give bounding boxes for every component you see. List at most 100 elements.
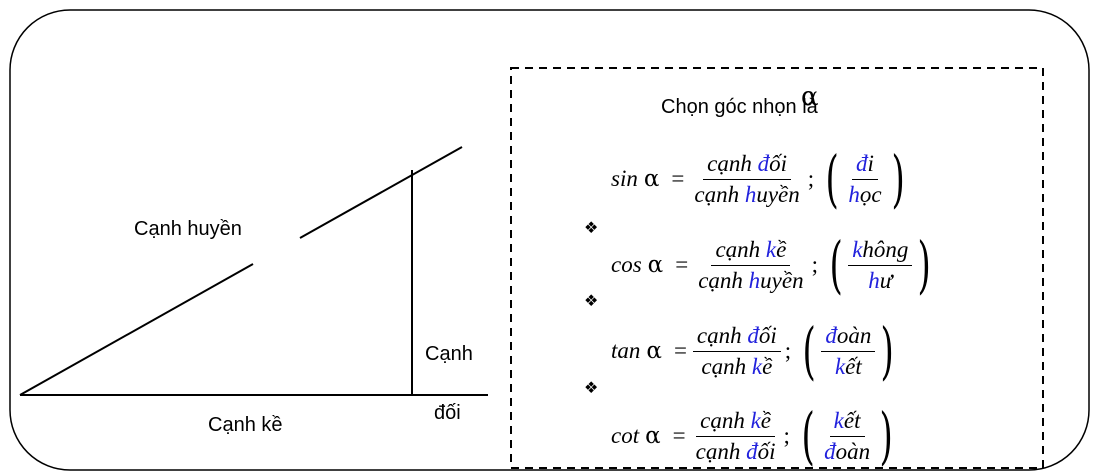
mnemonic-numerator: không [848, 236, 913, 266]
numerator-text: cạnh [696, 322, 748, 348]
fraction-denominator: cạnh đối [692, 437, 780, 465]
fraction-denominator: cạnh huyền [694, 266, 807, 294]
fraction-denominator: cạnh kề [697, 352, 776, 380]
numerator-rest: ề [760, 407, 772, 433]
semicolon: ; [784, 338, 792, 363]
semicolon: ; [783, 423, 790, 448]
numerator-text: cạnh [700, 407, 751, 433]
equals-sign: = [675, 252, 689, 277]
mnemonic-den-highlight: đ [824, 438, 836, 464]
mnemonic-den-rest: oàn [835, 438, 871, 464]
numerator-text: cạnh [715, 236, 766, 262]
mnemonic-denominator: hư [864, 266, 896, 294]
mnemonic-num-rest: oàn [836, 322, 872, 348]
numerator-text: cạnh [707, 150, 758, 176]
right-paren: ) [917, 228, 932, 301]
fraction-numerator: cạnh kề [696, 407, 776, 437]
alpha-symbol: α [643, 166, 660, 192]
equals-sign: = [672, 423, 686, 448]
denominator-rest: uyền [756, 181, 800, 207]
numerator-rest: ối [769, 150, 787, 176]
mnemonic-num-rest: i [867, 150, 874, 176]
denominator-highlight: h [744, 181, 757, 207]
mnemonic-num-highlight: k [852, 236, 863, 262]
mnemonic-group: ( kết đoàn ) [796, 405, 898, 467]
bullet-icon: ❖ [584, 291, 599, 310]
numerator-highlight: k [765, 236, 777, 262]
semicolon: ; [811, 252, 818, 277]
right-paren: ) [880, 314, 895, 387]
triangle-hypotenuse-lower [19, 263, 254, 396]
denominator-rest: ề [762, 353, 773, 379]
opposite-label-line1: Cạnh [425, 343, 473, 365]
left-paren: ( [829, 228, 843, 301]
fraction-numerator: cạnh đối [692, 322, 781, 352]
denominator-text: cạnh [698, 267, 749, 293]
denominator-text: cạnh [694, 181, 745, 207]
semicolon: ; [807, 166, 815, 191]
function-name: tan [611, 338, 641, 363]
right-paren: ) [879, 399, 893, 468]
ratio-fraction: cạnh kề cạnh đối [692, 408, 780, 465]
denominator-rest: ối [757, 438, 776, 464]
mnemonic-num-highlight: k [833, 407, 844, 433]
alpha-symbol: α [801, 82, 819, 112]
ratio-fraction: cạnh kề cạnh huyền [694, 237, 807, 294]
dashed-box-border [510, 67, 1044, 469]
rounded-frame [9, 9, 1090, 471]
mnemonic-den-rest: ư [879, 267, 893, 293]
mnemonic-denominator: đoàn [820, 437, 874, 465]
equals-sign: = [673, 338, 687, 363]
fraction-denominator: cạnh huyền [690, 180, 803, 208]
mnemonic-num-highlight: đ [825, 322, 837, 348]
numerator-rest: ối [758, 322, 777, 348]
denominator-text: cạnh [701, 353, 752, 379]
numerator-rest: ề [776, 236, 787, 262]
fraction-numerator: cạnh đối [703, 151, 791, 180]
mnemonic-group: ( đoàn kết ) [797, 320, 899, 382]
bullet-icon: ❖ [584, 218, 599, 237]
mnemonic-num-rest: ết [843, 407, 861, 433]
adjacent-label: Cạnh kề [208, 414, 283, 436]
equals-sign: = [671, 166, 685, 191]
mnemonic-numerator: kết [829, 407, 865, 437]
mnemonic-group: ( không hư ) [824, 234, 937, 296]
mnemonic-fraction: đi học [844, 151, 885, 208]
denominator-rest: uyền [760, 267, 804, 293]
opposite-label-line2: đối [434, 402, 461, 424]
denominator-highlight: h [748, 267, 761, 293]
mnemonic-num-highlight: đ [856, 150, 868, 176]
denominator-text: cạnh [695, 438, 747, 464]
ratio-fraction: cạnh đối cạnh kề [692, 322, 781, 380]
mnemonic-denominator: học [844, 180, 885, 208]
mnemonic-num-rest: hông [862, 236, 909, 262]
hypotenuse-label: Cạnh huyền [134, 218, 242, 240]
box-title: Chọn góc nhọn là [661, 96, 818, 118]
mnemonic-fraction: đoàn kết [821, 322, 876, 380]
mnemonic-group: ( đi học ) [820, 148, 910, 210]
numerator-highlight: đ [757, 150, 770, 176]
mnemonic-numerator: đi [852, 151, 878, 180]
left-paren: ( [801, 399, 815, 468]
mnemonic-fraction: không hư [848, 236, 913, 294]
mnemonic-den-rest: ọc [859, 181, 882, 207]
mnemonic-fraction: kết đoàn [820, 408, 874, 465]
triangle-hypotenuse-upper [299, 146, 463, 239]
numerator-highlight: k [750, 407, 761, 433]
ratio-fraction: cạnh đối cạnh huyền [690, 151, 803, 208]
bullet-icon: ❖ [584, 378, 599, 397]
mnemonic-den-rest: ết [845, 353, 862, 379]
fraction-numerator: cạnh kề [711, 236, 791, 266]
alpha-symbol: α [645, 423, 661, 449]
mnemonic-den-highlight: h [848, 181, 860, 207]
right-paren: ) [891, 142, 905, 215]
mnemonic-denominator: kết [831, 352, 866, 380]
alpha-symbol: α [646, 338, 662, 364]
denominator-highlight: k [751, 353, 763, 379]
